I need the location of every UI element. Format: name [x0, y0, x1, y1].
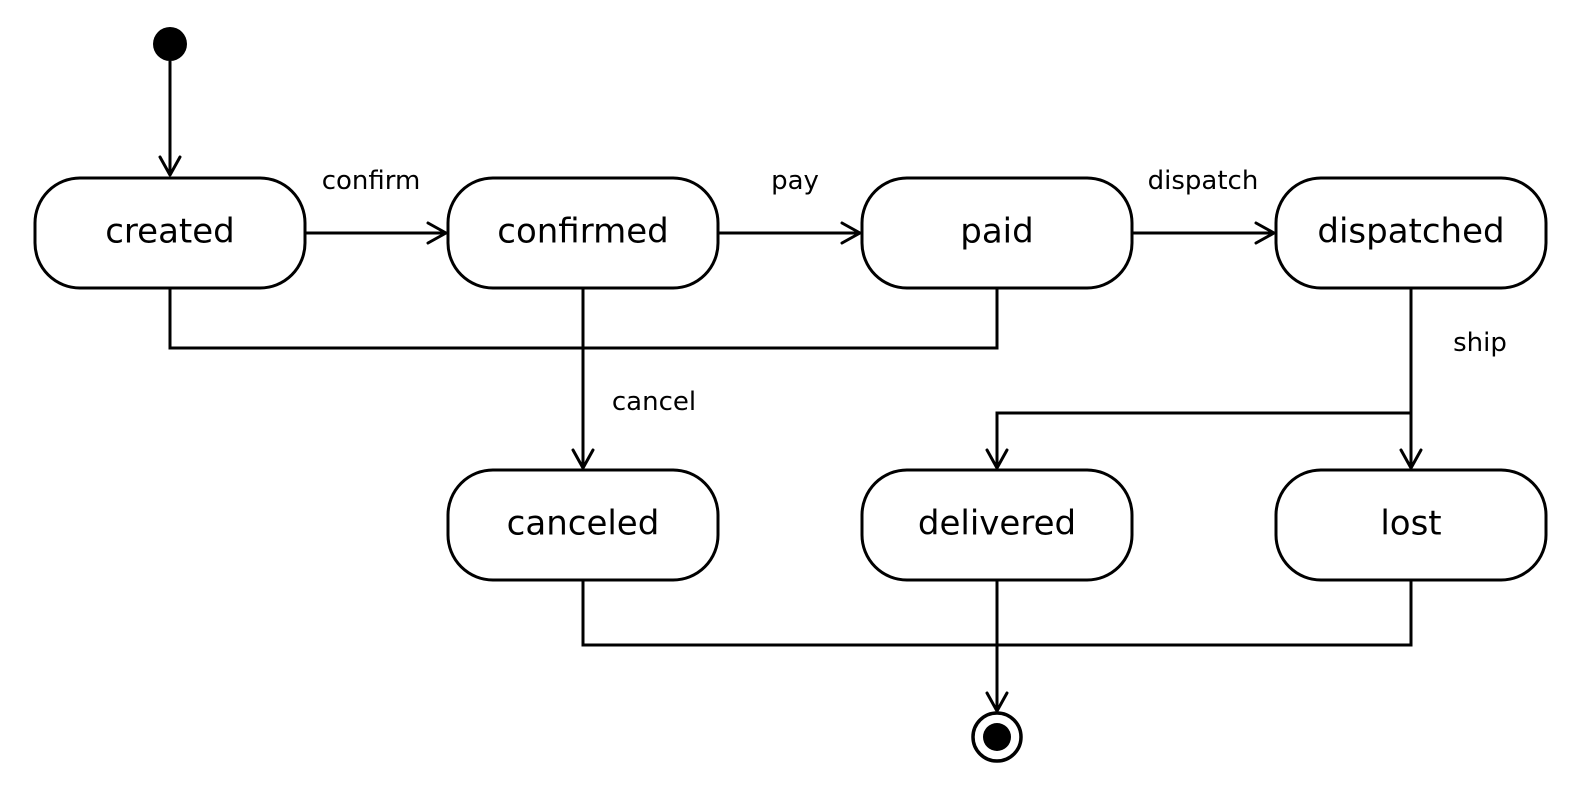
initial-state [153, 27, 187, 61]
initial-transition-arrowhead [158, 155, 182, 177]
state-paid: paid [860, 176, 1134, 290]
state-lost: lost [1274, 468, 1548, 582]
transition-ship-lost-arrowhead [1399, 448, 1423, 470]
transition-cancel-arrowhead [571, 448, 595, 470]
state-delivered: delivered [860, 468, 1134, 582]
transition-label-ship: ship [1453, 328, 1507, 358]
state-label-canceled: canceled [507, 504, 660, 544]
transition-pay-arrowhead [840, 221, 862, 245]
transition-ship-branch [995, 411, 1411, 468]
transition-confirm-arrowhead [426, 221, 448, 245]
state-label-paid: paid [960, 212, 1033, 252]
transition-label-cancel: cancel [612, 387, 696, 417]
transition-label-dispatch: dispatch [1148, 166, 1259, 196]
final-state [971, 711, 1023, 763]
state-created: created [33, 176, 307, 290]
state-dispatched: dispatched [1274, 176, 1548, 290]
state-label-delivered: delivered [918, 504, 1076, 544]
state-label-confirmed: confirmed [497, 212, 668, 252]
transition-label-confirm: confirm [322, 166, 421, 196]
transition-dispatch-arrowhead [1254, 221, 1276, 245]
state-label-lost: lost [1380, 504, 1441, 544]
state-canceled: canceled [446, 468, 720, 582]
transition-ship-delivered-arrowhead [985, 448, 1009, 470]
state-confirmed: confirmed [446, 176, 720, 290]
final-transition-arrowhead [985, 691, 1009, 713]
state-label-dispatched: dispatched [1317, 212, 1504, 252]
transition-label-pay: pay [771, 166, 819, 196]
state-label-created: created [105, 212, 235, 252]
